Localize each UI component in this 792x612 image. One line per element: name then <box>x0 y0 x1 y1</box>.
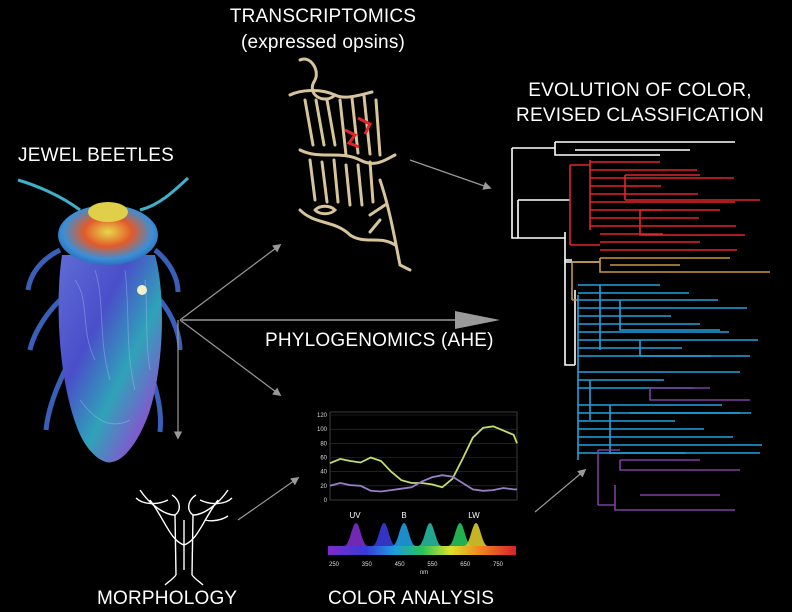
spectrum-ticks: 250 350 450 550 650 750 <box>329 562 504 568</box>
tree-branch <box>614 387 750 511</box>
opsin-sensitivity-peak <box>464 523 488 546</box>
chart-y-tick-label: 20 <box>320 484 327 490</box>
phylogenomics-label: PHYLOGENOMICS (AHE) <box>265 330 494 351</box>
morphology-image <box>135 489 233 586</box>
opsin-sensitivity-peak <box>372 523 396 546</box>
arrow-morphology-to-color <box>237 477 300 521</box>
chart-y-tick-label: 80 <box>320 441 327 447</box>
tree-branch <box>597 449 620 506</box>
opsin-sensitivity-panel: UV B LW 250 350 450 550 650 750 nm <box>328 511 516 576</box>
arrow-transcriptomics-to-tree <box>409 159 492 190</box>
tree-branch <box>569 164 600 246</box>
opsin-sensitivity-peak <box>418 523 442 546</box>
evolution-of-color-label: EVOLUTION OF COLOR, <box>528 80 752 101</box>
tree-branch <box>624 174 760 236</box>
sensitivity-label: B <box>401 511 406 520</box>
arrow-to-transcriptomics <box>179 243 282 321</box>
tree-branch <box>554 141 735 156</box>
spectrum-tick-label: 750 <box>493 562 504 568</box>
chart-series <box>329 425 518 493</box>
phylogenomics-arrow <box>182 311 500 329</box>
chart-y-tick-label: 0 <box>324 498 328 504</box>
phylogenetic-tree <box>511 141 770 511</box>
tree-branch <box>599 285 750 357</box>
spectrum-tick-label: 450 <box>395 562 406 568</box>
sensitivity-labels: UV B LW <box>349 511 480 520</box>
tree-branch <box>599 257 770 273</box>
sensitivity-label: LW <box>468 511 480 520</box>
reflectance-series-line-2 <box>329 474 517 493</box>
opsin-protein-structure-image <box>288 57 412 272</box>
arrow-color-to-tree <box>534 468 587 513</box>
sensitivity-peaks <box>344 523 488 546</box>
spectrum-unit-label: nm <box>420 570 428 576</box>
jewel-beetle-image <box>17 176 190 463</box>
spectrum-tick-label: 350 <box>362 562 373 568</box>
transcriptomics-label: TRANSCRIPTOMICS <box>229 6 417 27</box>
chart-y-tick-label: 60 <box>320 456 327 462</box>
visible-spectrum-bar <box>328 546 516 555</box>
morphology-label: MORPHOLOGY <box>97 588 238 609</box>
reflectance-chart: 120 100 80 60 40 20 0 <box>317 411 518 504</box>
color-analysis-label: COLOR ANALYSIS <box>328 588 495 609</box>
expressed-opsins-label: (expressed opsins) <box>240 32 406 53</box>
spectrum-tick-label: 550 <box>427 562 438 568</box>
opsin-sensitivity-peak <box>392 523 416 546</box>
tree-branch <box>571 261 600 301</box>
tree-branch <box>517 199 570 238</box>
spectrum-tick-label: 650 <box>460 562 471 568</box>
arrow-to-color-analysis <box>179 319 282 397</box>
tree-branch <box>564 260 600 366</box>
chromophore-highlight <box>344 116 373 149</box>
chart-y-ticks: 120 100 80 60 40 20 0 <box>317 413 328 504</box>
reflectance-series-line-1 <box>329 425 518 489</box>
chart-y-tick-label: 120 <box>317 413 328 419</box>
chart-y-tick-label: 40 <box>320 470 327 476</box>
opsin-sensitivity-peak <box>344 523 368 546</box>
jewel-beetles-label: JEWEL BEETLES <box>18 145 175 166</box>
workflow-arrows <box>173 159 587 521</box>
chart-y-tick-label: 100 <box>317 427 328 433</box>
chart-gridlines <box>330 414 517 501</box>
tree-branch <box>518 232 572 261</box>
revised-classification-label: REVISED CLASSIFICATION <box>516 105 764 126</box>
tree-branch <box>589 380 760 454</box>
opsin-sensitivity-peak <box>448 523 472 546</box>
sensitivity-label: UV <box>349 511 361 520</box>
spectrum-tick-label: 250 <box>329 562 340 568</box>
tree-branch <box>511 148 518 239</box>
